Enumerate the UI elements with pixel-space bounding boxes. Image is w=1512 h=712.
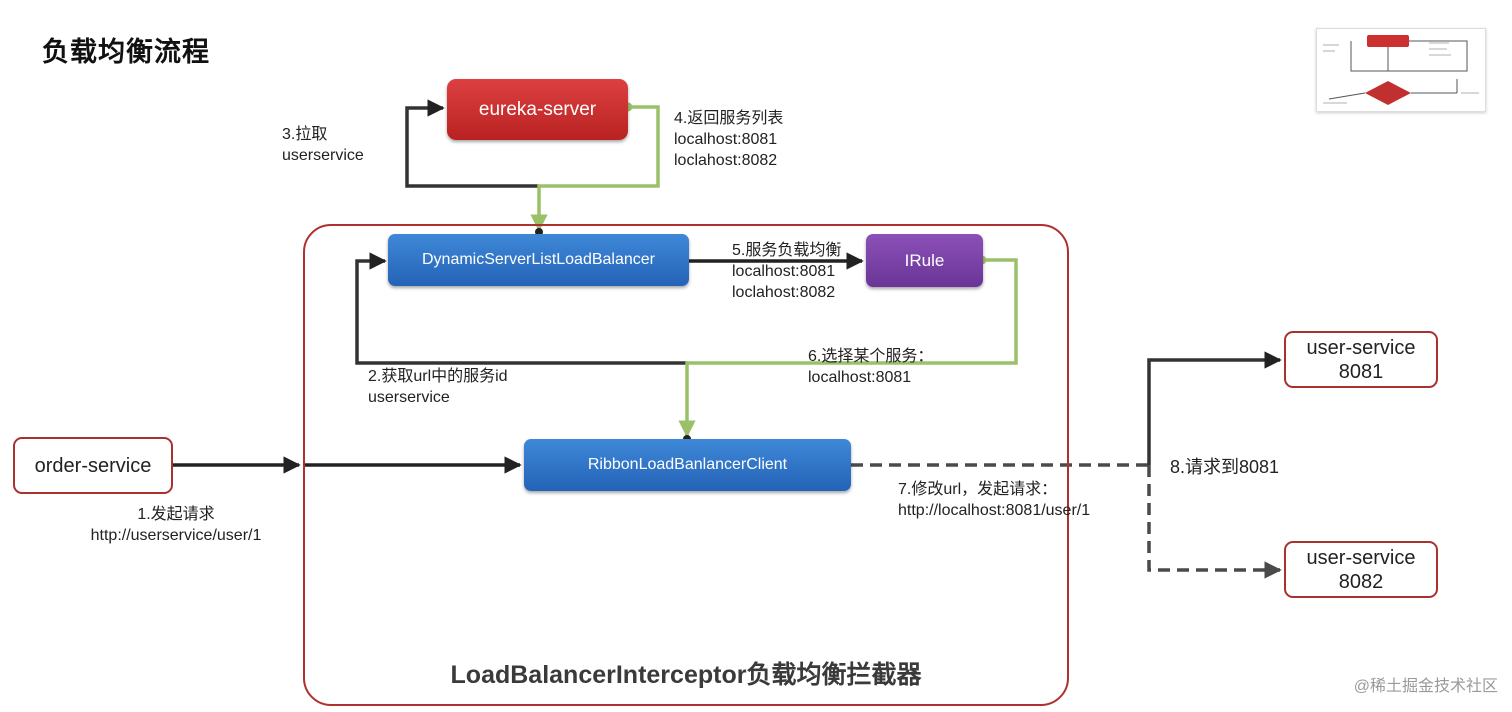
step-6-detail: localhost:8081 [808,369,912,386]
user-service-8081-node[interactable]: user-service 8081 [1284,331,1438,388]
arrow-pull-userservice [405,99,539,188]
dynamic-lb-node[interactable]: DynamicServerListLoadBalancer [388,234,689,286]
step-7-title: 7.修改url，发起请求： [898,481,1058,498]
step-5-detail-1: localhost:8081 [732,263,836,280]
step-2-label: 2.获取url中的服务id userservice [368,366,508,408]
step-6-title: 6.选择某个服务： [808,348,934,365]
user-service-port: 8082 [1338,570,1384,593]
ribbon-client-node[interactable]: RibbonLoadBanlancerClient [524,439,851,491]
step-3-detail: userservice [282,147,364,164]
step-6-label: 6.选择某个服务： localhost:8081 [808,346,933,388]
minimap-diagram [1323,35,1479,105]
step-7-label: 7.修改url，发起请求： http://localhost:8081/user… [898,479,1090,521]
order-service-node[interactable]: order-service [13,437,173,494]
user-service-port: 8081 [1338,360,1384,383]
step-8-label: 8.请求到8081 [1170,457,1280,477]
step-4-title: 4.返回服务列表 [674,110,784,127]
user-service-name: user-service [1306,546,1416,569]
minimap-thumbnail[interactable] [1316,28,1486,112]
step-2-title: 2.获取url中的服务id [368,368,508,385]
step-1-label: 1.发起请求 http://userservice/user/1 [68,504,284,546]
arrow-choose-service [678,258,1018,438]
arrow-to-8082 [1147,465,1282,579]
step-5-title: 5.服务负载均衡 [732,242,842,259]
user-service-8082-node[interactable]: user-service 8082 [1284,541,1438,598]
interceptor-label: LoadBalancerInterceptor负载均衡拦截器 [450,661,922,689]
step-4-detail-2: loclahost:8082 [674,152,778,169]
step-2-detail: userservice [368,389,450,406]
irule-node[interactable]: IRule [866,234,983,287]
step-5-detail-2: loclahost:8082 [732,284,836,301]
step-5-label: 5.服务负载均衡 localhost:8081 loclahost:8082 [732,240,841,303]
arrow-return-service-list [530,105,660,232]
arrow-get-service-id [355,252,687,365]
interceptor-container [303,224,1069,706]
step-3-title: 3.拉取 [282,126,328,143]
step-4-detail-1: localhost:8081 [674,131,778,148]
user-service-name: user-service [1306,336,1416,359]
arrow-to-8081 [1147,351,1282,465]
watermark: @稀土掘金技术社区 [1353,678,1498,695]
step-4-label: 4.返回服务列表 localhost:8081 loclahost:8082 [674,108,783,171]
step-7-detail: http://localhost:8081/user/1 [898,502,1091,519]
step-1-title: 1.发起请求 [137,506,215,523]
eureka-server-node[interactable]: eureka-server [447,79,628,140]
step-3-label: 3.拉取 userservice [282,124,364,166]
step-1-detail: http://userservice/user/1 [90,527,262,544]
page-title: 负载均衡流程 [42,37,210,67]
order-service-label: order-service [34,454,152,477]
